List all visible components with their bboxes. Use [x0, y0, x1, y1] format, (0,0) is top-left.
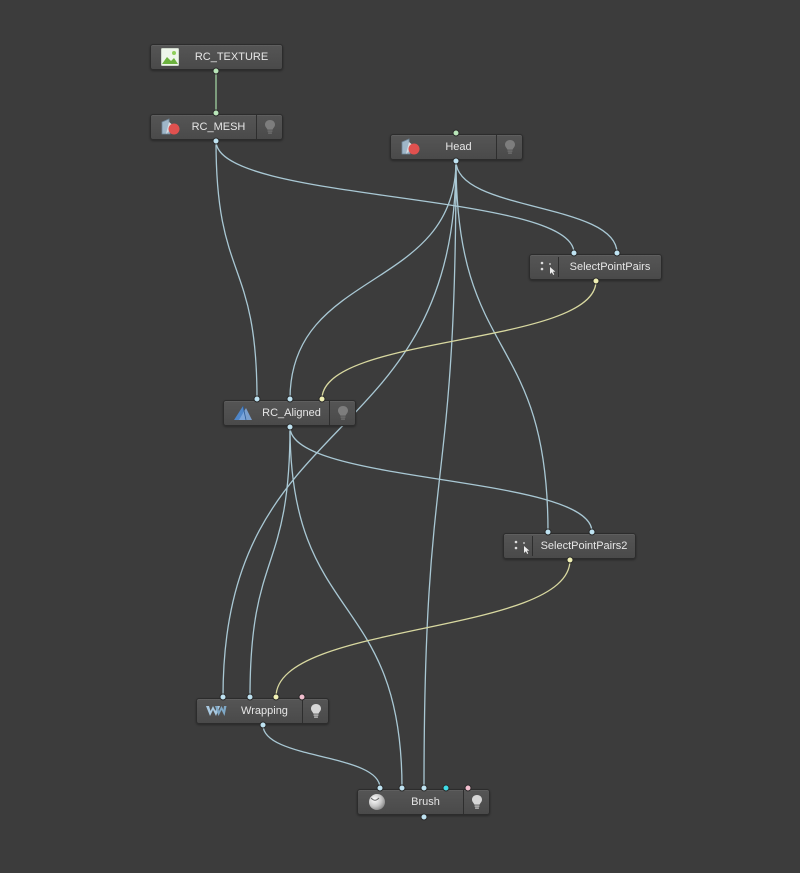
port-select-point-pairs-input-2[interactable] — [613, 249, 621, 257]
wire-head-to-wrapping[interactable] — [222, 160, 457, 698]
port-select-point-pairs2-input-2[interactable] — [588, 528, 596, 536]
wire-select_point_pairs-to-rc_aligned[interactable] — [321, 280, 597, 400]
port-rc-mesh-texture-input[interactable] — [212, 109, 220, 117]
port-brush-input-3[interactable] — [420, 784, 428, 792]
port-rc-mesh-output[interactable] — [212, 137, 220, 145]
port-select-point-pairs-output[interactable] — [592, 277, 600, 285]
port-brush-input-4[interactable] — [442, 784, 450, 792]
wire-wrapping-to-brush[interactable] — [262, 724, 381, 789]
point-select-icon — [510, 536, 533, 556]
node-label: Brush — [411, 796, 440, 808]
wrap-icon — [205, 701, 227, 721]
image-icon — [159, 47, 181, 67]
port-rc-aligned-input-2[interactable] — [286, 395, 294, 403]
wire-head-to-select_point_pairs[interactable] — [455, 160, 618, 254]
node-select-point-pairs[interactable]: SelectPointPairs — [529, 254, 662, 280]
port-rc-aligned-input-3[interactable] — [318, 395, 326, 403]
wire-head-to-brush[interactable] — [423, 160, 457, 789]
visibility-bulb-icon[interactable] — [463, 790, 489, 814]
port-rc-texture-output[interactable] — [212, 67, 220, 75]
node-rc-texture[interactable]: RC_TEXTURE — [150, 44, 283, 70]
mesh-icon — [399, 137, 421, 157]
node-label: RC_MESH — [191, 121, 246, 133]
point-select-icon — [536, 257, 559, 277]
node-label: RC_Aligned — [262, 407, 321, 419]
port-brush-input-2[interactable] — [398, 784, 406, 792]
port-brush-output[interactable] — [420, 813, 428, 821]
node-label: SelectPointPairs2 — [540, 540, 628, 552]
visibility-bulb-icon[interactable] — [496, 135, 522, 159]
port-wrapping-input-1[interactable] — [219, 693, 227, 701]
visibility-bulb-icon[interactable] — [256, 115, 282, 139]
wire-select_point_pairs2-to-wrapping[interactable] — [275, 559, 571, 698]
wire-head-to-rc_aligned[interactable] — [289, 160, 457, 400]
wire-head-to-select_point_pairs2[interactable] — [455, 160, 549, 533]
port-wrapping-input-4[interactable] — [298, 693, 306, 701]
node-label: Head — [445, 141, 472, 153]
wire-rc_aligned-to-select_point_pairs2[interactable] — [289, 426, 593, 533]
wire-rc_mesh-to-rc_aligned[interactable] — [215, 140, 258, 400]
visibility-bulb-icon[interactable] — [329, 401, 355, 425]
wire-rc_aligned-to-wrapping[interactable] — [249, 426, 291, 698]
port-select-point-pairs-input-1[interactable] — [570, 249, 578, 257]
port-wrapping-output[interactable] — [259, 721, 267, 729]
node-label: RC_TEXTURE — [194, 51, 269, 63]
port-rc-aligned-input-1[interactable] — [253, 395, 261, 403]
node-rc-aligned[interactable]: RC_Aligned — [223, 400, 356, 426]
port-select-point-pairs2-output[interactable] — [566, 556, 574, 564]
port-brush-input-5[interactable] — [464, 784, 472, 792]
port-brush-input-1[interactable] — [376, 784, 384, 792]
brush-icon — [366, 792, 388, 812]
mesh-icon — [159, 117, 181, 137]
port-wrapping-input-2[interactable] — [246, 693, 254, 701]
node-rc-mesh[interactable]: RC_MESH — [150, 114, 283, 140]
wire-rc_aligned-to-brush[interactable] — [289, 426, 403, 789]
port-head-texture-input[interactable] — [452, 129, 460, 137]
node-label: Wrapping — [241, 705, 288, 717]
port-head-output[interactable] — [452, 157, 460, 165]
port-select-point-pairs2-input-1[interactable] — [544, 528, 552, 536]
port-rc-aligned-output[interactable] — [286, 423, 294, 431]
node-wrapping[interactable]: Wrapping — [196, 698, 329, 724]
node-label: SelectPointPairs — [569, 261, 651, 273]
port-wrapping-input-3[interactable] — [272, 693, 280, 701]
node-select-point-pairs2[interactable]: SelectPointPairs2 — [503, 533, 636, 559]
node-brush[interactable]: Brush — [357, 789, 490, 815]
node-head[interactable]: Head — [390, 134, 523, 160]
rigid-align-icon — [232, 403, 254, 423]
visibility-bulb-icon[interactable] — [302, 699, 328, 723]
